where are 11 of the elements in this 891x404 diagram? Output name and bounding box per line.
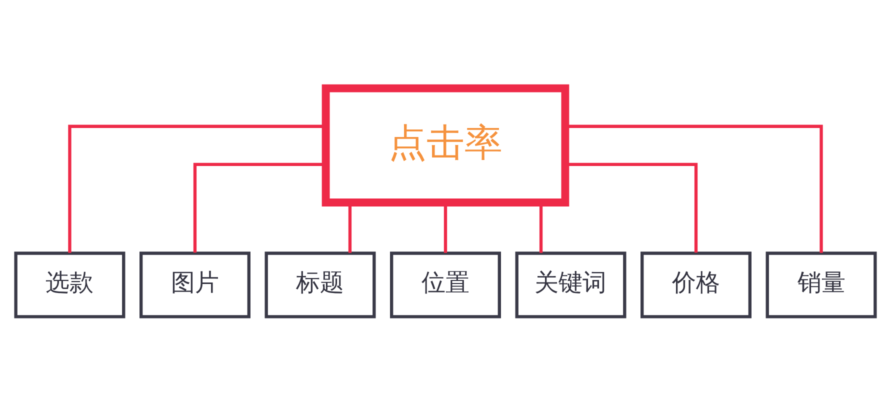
- node-box: 选款: [14, 251, 126, 318]
- node-box: 价格: [640, 251, 752, 318]
- connector: [539, 202, 543, 252]
- node-box: 图片: [140, 251, 250, 318]
- node-box: 标题: [264, 251, 376, 318]
- connector: [444, 202, 448, 252]
- node-box: 点击率: [322, 84, 570, 206]
- node-box: 销量: [766, 251, 877, 318]
- connector: [348, 202, 352, 252]
- node-box: 关键词: [515, 251, 626, 318]
- node-box: 位置: [390, 251, 501, 318]
